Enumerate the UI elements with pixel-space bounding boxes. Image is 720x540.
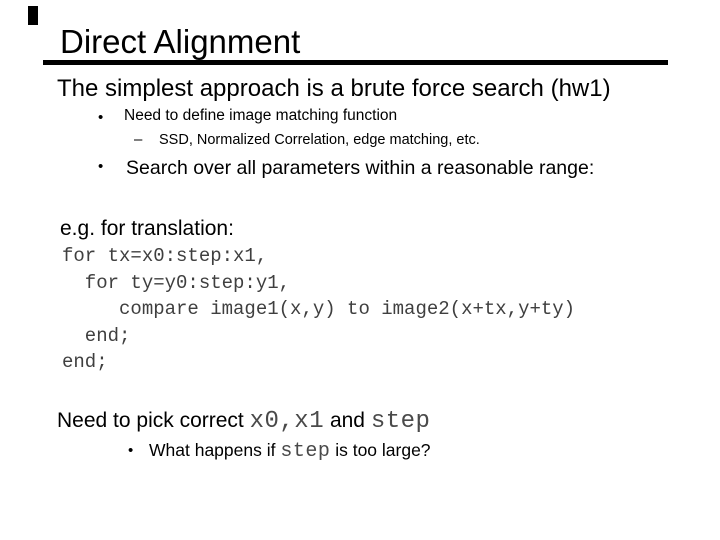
sub-bullet-item-1: SSD, Normalized Correlation, edge matchi…: [159, 132, 480, 148]
code-line-2: for ty=y0:step:y1,: [62, 271, 291, 294]
question-text-1: What happens if: [149, 440, 281, 460]
question-text-2: is too large?: [330, 440, 431, 460]
title-underline: [43, 60, 668, 65]
bullet-item-1: Need to define image matching function: [124, 107, 398, 124]
bullet-icon: •: [98, 109, 104, 126]
bullet-icon: •: [128, 442, 134, 459]
code-line-4: end;: [62, 324, 131, 347]
heading-text: The simplest approach is a brute force s…: [57, 75, 611, 102]
code-inline-step: step: [370, 408, 431, 435]
code-line-1: for tx=x0:step:x1,: [62, 245, 268, 267]
conclusion-line: Need to pick correct x0,x1 and step: [57, 407, 430, 436]
code-inline-step-2: step: [280, 440, 331, 463]
question-line: What happens if step is too large?: [149, 438, 431, 464]
slide-title: Direct Alignment: [60, 23, 301, 60]
example-label: e.g. for translation:: [60, 217, 234, 240]
code-line-5: end;: [62, 351, 108, 373]
dash-icon: –: [134, 131, 143, 148]
stray-mark: [28, 6, 38, 25]
bullet-item-2: Search over all parameters within a reas…: [126, 157, 595, 179]
conclusion-text-2: and: [324, 409, 371, 432]
code-inline-x0-x1: x0,x1: [249, 408, 325, 435]
code-block: for tx=x0:step:x1, for ty=y0:step:y1, co…: [62, 243, 575, 376]
code-line-3: compare image1(x,y) to image2(x+tx,y+ty): [62, 298, 576, 320]
bullet-icon: •: [98, 158, 104, 175]
conclusion-text-1: Need to pick correct: [57, 409, 250, 432]
